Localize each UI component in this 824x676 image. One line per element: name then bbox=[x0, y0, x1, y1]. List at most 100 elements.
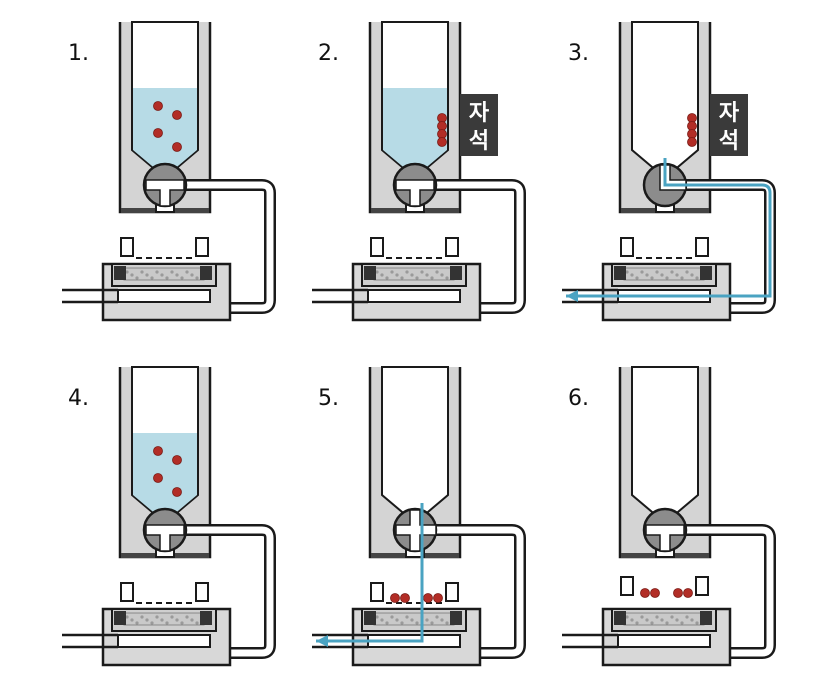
frit-grain bbox=[380, 618, 384, 622]
frit-grain bbox=[375, 270, 379, 274]
frit-grain bbox=[690, 618, 694, 622]
frit-grain bbox=[400, 276, 404, 280]
gasket-right bbox=[700, 266, 712, 280]
panel-5: 5. bbox=[312, 366, 526, 667]
frit-grain bbox=[425, 273, 429, 277]
frit-grain bbox=[390, 270, 394, 274]
frit-grain bbox=[385, 621, 389, 625]
bead bbox=[437, 137, 447, 147]
frit-grain bbox=[660, 618, 664, 622]
frit-grain bbox=[180, 621, 184, 625]
bead bbox=[687, 137, 697, 147]
frit-grain bbox=[670, 615, 674, 619]
bead bbox=[172, 142, 182, 152]
gasket-right bbox=[200, 611, 212, 625]
frit-grain bbox=[435, 615, 439, 619]
bead bbox=[153, 128, 163, 138]
frit-grain bbox=[190, 618, 194, 622]
frit-grain bbox=[140, 270, 144, 274]
lower-channel bbox=[367, 289, 461, 303]
frit-grain bbox=[380, 273, 384, 277]
frit-grain bbox=[385, 276, 389, 280]
frit-grain bbox=[685, 615, 689, 619]
frit-grain bbox=[670, 270, 674, 274]
step-label: 5. bbox=[318, 386, 339, 411]
side-tube bbox=[185, 181, 274, 312]
frit-grain bbox=[395, 618, 399, 622]
liquid bbox=[133, 433, 197, 516]
bead bbox=[390, 593, 400, 603]
frit-grain bbox=[390, 615, 394, 619]
step-label: 1. bbox=[68, 41, 89, 66]
frit-grain bbox=[640, 615, 644, 619]
chamber-cap-left bbox=[620, 237, 634, 257]
gasket-left bbox=[114, 266, 126, 280]
frit-grain bbox=[635, 276, 639, 280]
bead bbox=[172, 487, 182, 497]
frit-grain bbox=[400, 621, 404, 625]
side-tube bbox=[435, 526, 524, 657]
frit-grain bbox=[695, 276, 699, 280]
frit-grain bbox=[170, 270, 174, 274]
magnet-text-bottom: 석 bbox=[719, 129, 739, 154]
chamber-cap-right bbox=[695, 576, 709, 596]
frit-grain bbox=[660, 273, 664, 277]
valve-channel bbox=[145, 179, 185, 207]
bead bbox=[153, 473, 163, 483]
liquid bbox=[383, 88, 447, 171]
frit-grain bbox=[650, 276, 654, 280]
frit-grain bbox=[435, 270, 439, 274]
frit-grain bbox=[685, 270, 689, 274]
step-label: 2. bbox=[318, 41, 339, 66]
chamber-cap-left bbox=[120, 582, 134, 602]
column-inner bbox=[631, 21, 699, 173]
frit-grain bbox=[180, 276, 184, 280]
chamber-cap-left bbox=[370, 582, 384, 602]
frit-grain bbox=[145, 273, 149, 277]
panel-3: 3.자석 bbox=[562, 21, 776, 322]
frit-grain bbox=[155, 270, 159, 274]
side-tube bbox=[185, 526, 274, 657]
frit-grain bbox=[405, 270, 409, 274]
frit-grain bbox=[175, 618, 179, 622]
magnet-text-top: 자 bbox=[719, 101, 740, 126]
frit-grain bbox=[135, 276, 139, 280]
frit-grain bbox=[430, 276, 434, 280]
frit-grain bbox=[150, 276, 154, 280]
frit-grain bbox=[135, 621, 139, 625]
column-inner bbox=[381, 366, 449, 518]
valve-channel bbox=[645, 524, 685, 552]
frit-grain bbox=[655, 615, 659, 619]
chamber-cap-right bbox=[195, 582, 209, 602]
valve-channel bbox=[395, 509, 437, 552]
frit-grain bbox=[130, 273, 134, 277]
frit-grain bbox=[640, 270, 644, 274]
frit-grain bbox=[645, 273, 649, 277]
side-tube bbox=[435, 181, 524, 312]
frit-grain bbox=[655, 270, 659, 274]
gasket-left bbox=[364, 611, 376, 625]
frit-grain bbox=[630, 618, 634, 622]
frit-grain bbox=[415, 276, 419, 280]
flow-arrowhead bbox=[316, 635, 328, 647]
frit-grain bbox=[405, 615, 409, 619]
lower-channel bbox=[117, 289, 211, 303]
magnet-text-top: 자 bbox=[469, 101, 490, 126]
bead bbox=[433, 593, 443, 603]
chamber-cap-left bbox=[620, 576, 634, 596]
frit-grain bbox=[165, 621, 169, 625]
frit-grain bbox=[130, 618, 134, 622]
chamber-cap-right bbox=[695, 237, 709, 257]
frit-grain bbox=[125, 270, 129, 274]
frit-grain bbox=[425, 618, 429, 622]
magnet-block bbox=[460, 94, 498, 156]
panel-1: 1. bbox=[62, 21, 276, 322]
frit-grain bbox=[170, 615, 174, 619]
liquid bbox=[133, 88, 197, 171]
frit-grain bbox=[125, 615, 129, 619]
step-label: 6. bbox=[568, 386, 589, 411]
frit-grain bbox=[645, 618, 649, 622]
gasket-left bbox=[614, 611, 626, 625]
frit-grain bbox=[185, 270, 189, 274]
